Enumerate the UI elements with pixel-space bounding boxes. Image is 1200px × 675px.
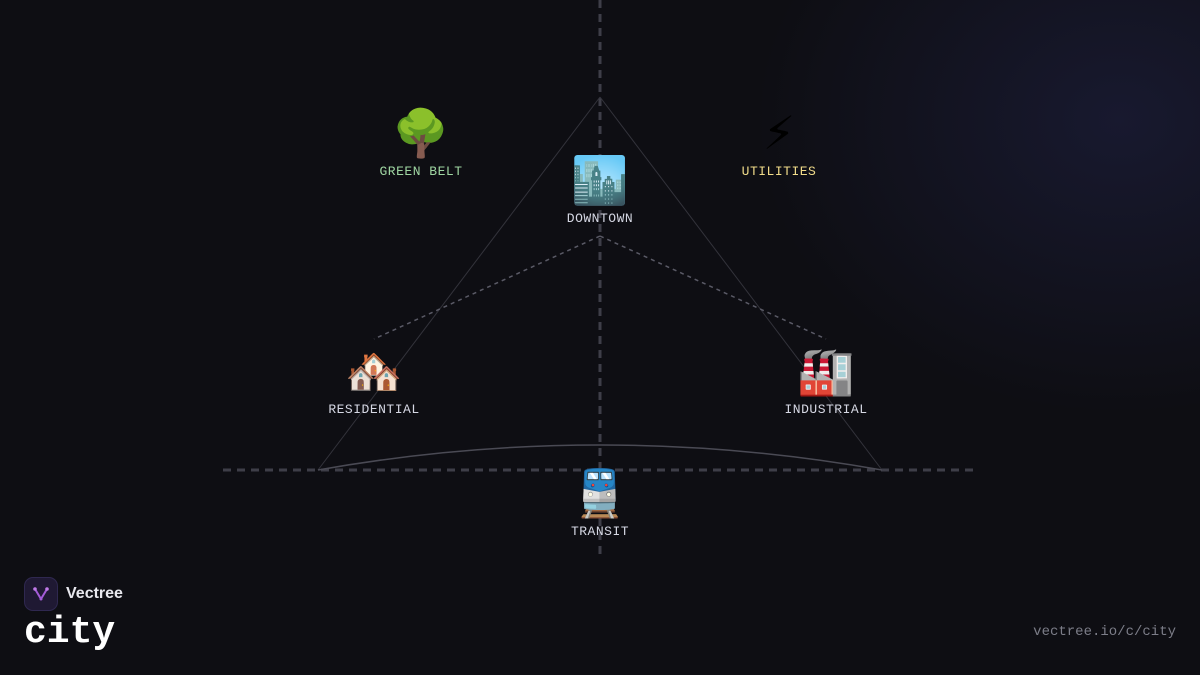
node-label-green-belt: GREEN BELT	[379, 164, 463, 179]
cityscape-icon: 🏙️	[571, 153, 629, 207]
triangle-left-edge	[317, 96, 601, 471]
node-label-industrial: INDUSTRIAL	[784, 402, 868, 417]
node-label-downtown: DOWNTOWN	[566, 211, 634, 226]
houses-icon: 🏘️	[345, 344, 403, 398]
node-label-transit: TRANSIT	[570, 524, 630, 539]
connector-downtown-industrial	[599, 235, 827, 340]
train-icon: 🚆	[571, 466, 629, 520]
node-residential: 🏘️ RESIDENTIAL	[294, 344, 454, 417]
tree-icon: 🌳	[392, 106, 450, 160]
connector-downtown-residential	[373, 235, 601, 340]
node-industrial: 🏭 INDUSTRIAL	[746, 344, 906, 417]
node-label-residential: RESIDENTIAL	[328, 402, 420, 417]
brand-name: Vectree	[66, 585, 123, 602]
node-green-belt: 🌳 GREEN BELT	[341, 106, 501, 179]
community-url[interactable]: vectree.io/c/city	[1033, 624, 1176, 640]
brand[interactable]: Vectree	[24, 577, 123, 611]
transit-arc	[317, 444, 883, 471]
factory-icon: 🏭	[797, 344, 855, 398]
node-downtown: 🏙️ DOWNTOWN	[520, 153, 680, 226]
community-title: city	[24, 611, 116, 654]
node-transit: 🚆 TRANSIT	[520, 466, 680, 539]
triangle-right-edge	[599, 96, 883, 471]
vectree-logo-icon	[24, 577, 58, 611]
node-label-utilities: UTILITIES	[741, 164, 817, 179]
node-utilities: ⚡ UTILITIES	[699, 106, 859, 179]
lightning-icon: ⚡	[762, 106, 796, 160]
